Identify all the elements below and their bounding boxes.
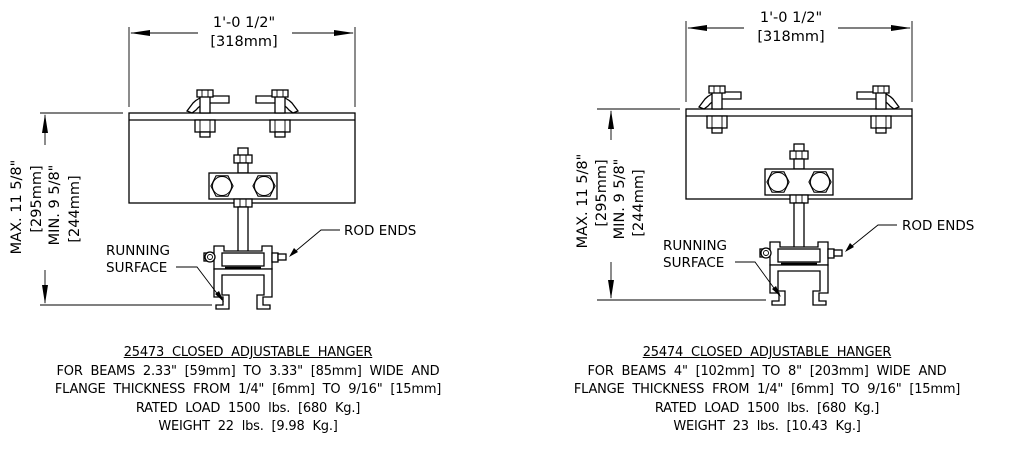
max-height-metric: [295mm] — [29, 165, 45, 232]
arrowhead-icon — [42, 114, 48, 133]
width-dimension-imperial: 1'-0 1/2" — [213, 15, 275, 31]
rod-ends-label: ROD ENDS — [902, 218, 974, 234]
caption-title: 25474 CLOSED ADJUSTABLE HANGER — [642, 345, 892, 360]
caption-rated-load: RATED LOAD 1500 lbs. [680 Kg.] — [135, 400, 361, 416]
arrowhead-icon — [42, 285, 48, 304]
min-height-imperial: MIN. 9 5/8" — [47, 165, 63, 246]
caption-title: 25473 CLOSED ADJUSTABLE HANGER — [123, 345, 373, 360]
running-surface-label-line2: SURFACE — [663, 255, 724, 271]
min-height-metric: [244mm] — [67, 175, 83, 242]
rod-ends-label: ROD ENDS — [344, 223, 416, 239]
arrowhead-icon — [608, 280, 614, 299]
caption-flange-thickness: FLANGE THICKNESS FROM 1/4" [6mm] TO 9/16… — [573, 382, 961, 397]
width-dimension-imperial: 1'-0 1/2" — [760, 10, 822, 26]
arrowhead-icon — [891, 25, 911, 31]
running-surface-label-line1: RUNNING — [106, 243, 170, 259]
caption-weight: WEIGHT 22 lbs. [9.98 Kg.] — [158, 419, 338, 434]
leader-arrow-icon — [215, 291, 224, 302]
caption-beam-width: FOR BEAMS 2.33" [59mm] TO 3.33" [85mm] W… — [56, 363, 440, 379]
caption-weight: WEIGHT 23 lbs. [10.43 Kg.] — [673, 419, 861, 434]
running-surface-label-line2: SURFACE — [106, 260, 167, 276]
arrowhead-icon — [334, 30, 354, 36]
arrowhead-icon — [608, 110, 614, 129]
width-dimension-metric: [318mm] — [210, 34, 277, 50]
running-surface-label-line1: RUNNING — [663, 238, 727, 254]
max-height-imperial: MAX. 11 5/8" — [575, 154, 591, 249]
leader-arrow-icon — [772, 286, 781, 297]
min-height-metric: [244mm] — [631, 169, 647, 236]
leader-arrow-icon — [289, 248, 298, 257]
arrowhead-icon — [687, 25, 707, 31]
caption-flange-thickness: FLANGE THICKNESS FROM 1/4" [6mm] TO 9/16… — [54, 382, 442, 397]
caption-beam-width: FOR BEAMS 4" [102mm] TO 8" [203mm] WIDE … — [587, 363, 947, 379]
hanger-25473-caption: 25473 CLOSED ADJUSTABLE HANGER FOR BEAMS… — [8, 344, 488, 437]
hanger-25473-drawing: 1'-0 1/2" [318mm] MAX. 11 5/8" [295mm] M… — [9, 15, 416, 309]
max-height-metric: [295mm] — [594, 159, 610, 226]
arrowhead-icon — [130, 30, 150, 36]
min-height-imperial: MIN. 9 5/8" — [612, 159, 628, 240]
hanger-25474-caption: 25474 CLOSED ADJUSTABLE HANGER FOR BEAMS… — [527, 344, 1007, 437]
width-dimension-metric: [318mm] — [757, 29, 824, 45]
caption-rated-load: RATED LOAD 1500 lbs. [680 Kg.] — [654, 400, 880, 416]
max-height-imperial: MAX. 11 5/8" — [9, 160, 25, 255]
hanger-25474-drawing: 1'-0 1/2" [318mm] MAX. 11 5/8" [295mm] M… — [575, 10, 974, 305]
leader-arrow-icon — [845, 243, 854, 252]
